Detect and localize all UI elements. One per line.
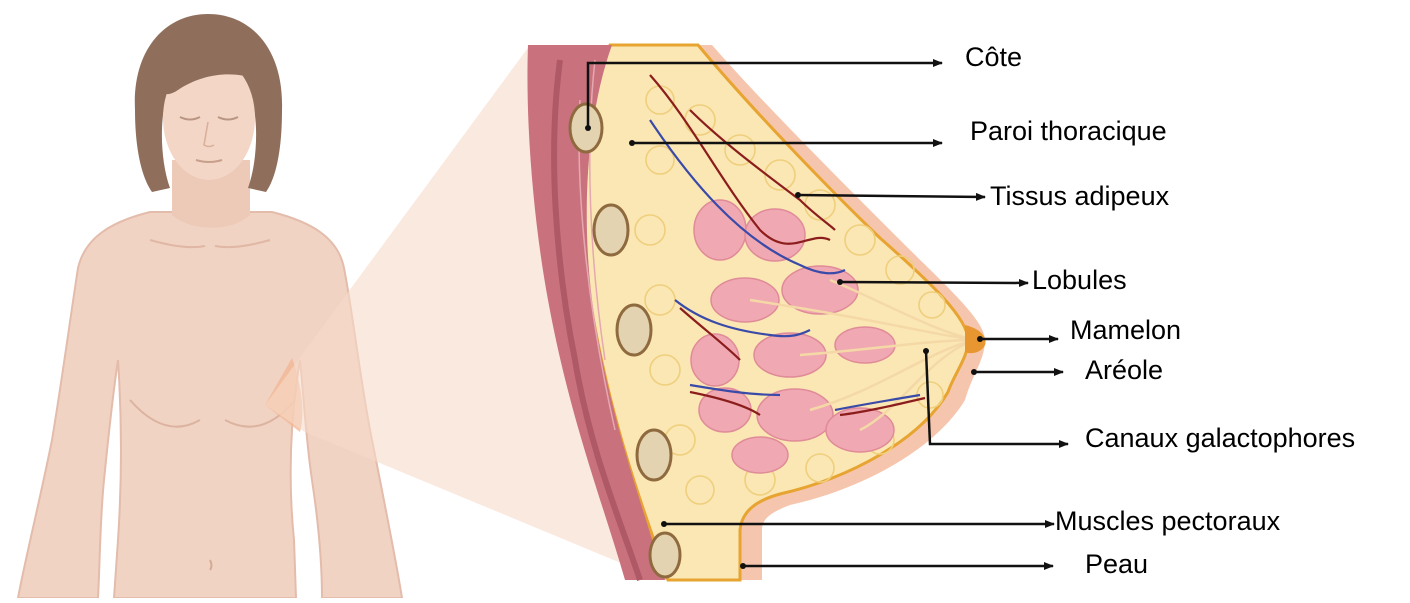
label-muscles-pectoraux: Muscles pectoraux	[1055, 508, 1280, 535]
label-peau: Peau	[1085, 551, 1148, 578]
label-tissus-adipeux: Tissus adipeux	[990, 183, 1169, 210]
label-cote: Côte	[965, 44, 1022, 71]
label-lobules: Lobules	[1032, 267, 1127, 294]
label-paroi-thoracique: Paroi thoracique	[970, 118, 1167, 145]
label-areole: Aréole	[1085, 357, 1163, 384]
label-canaux-galactophores: Canaux galactophores	[1085, 425, 1355, 452]
label-mamelon: Mamelon	[1070, 317, 1181, 344]
